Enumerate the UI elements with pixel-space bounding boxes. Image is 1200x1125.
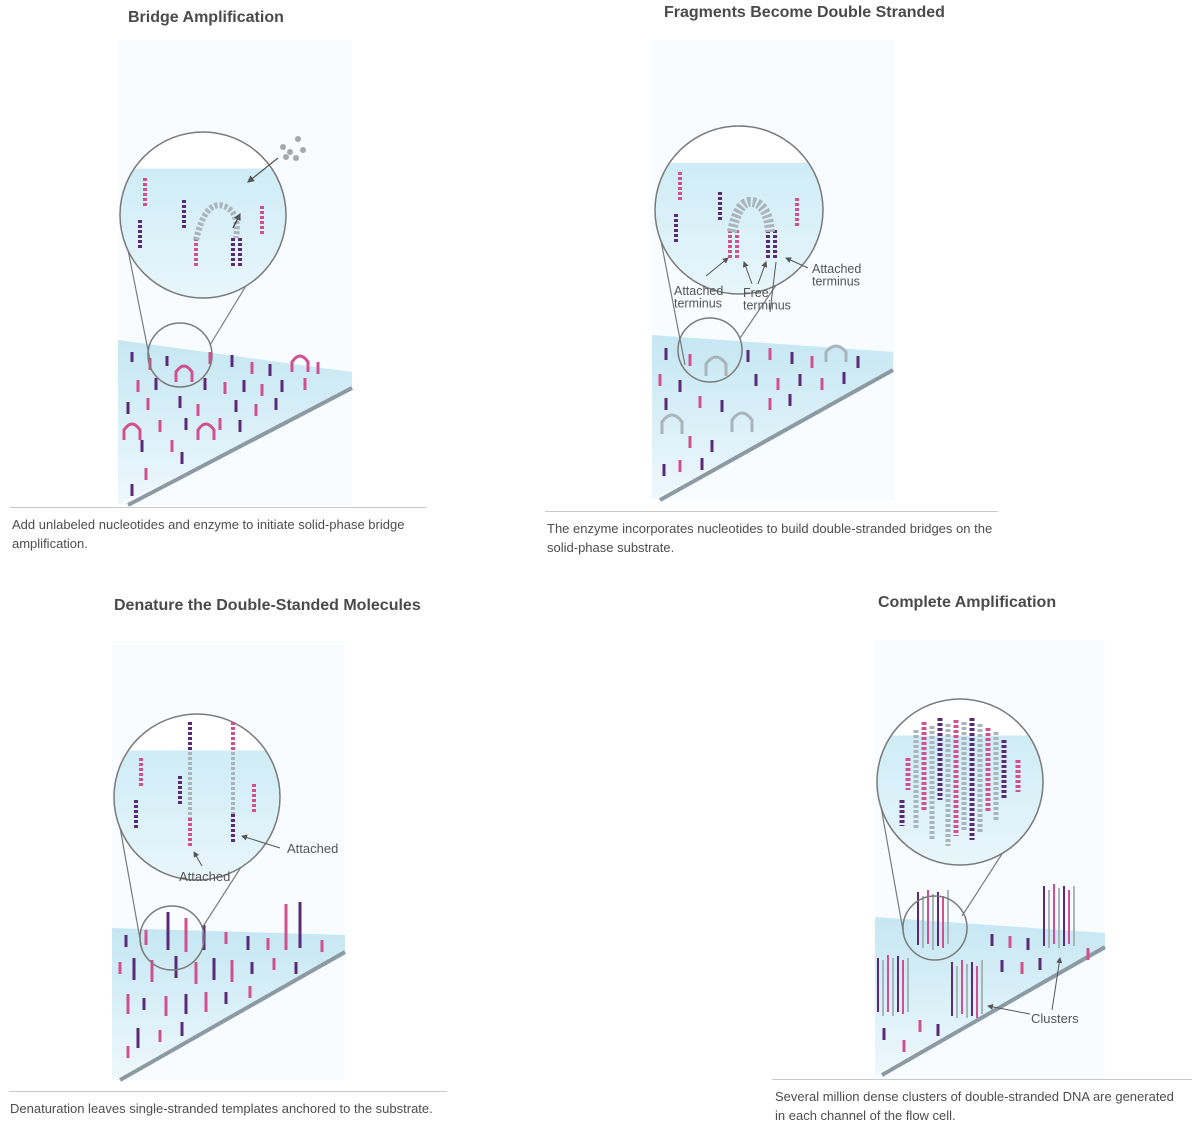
- panel-4-caption: Several million dense clusters of double…: [775, 1087, 1187, 1125]
- panel-4-divider: [772, 1079, 1192, 1080]
- label-attached-right: Attached: [287, 841, 338, 856]
- label-attached-terminus-left: Attachedterminus: [674, 284, 723, 311]
- label-attached-bottom: Attached: [179, 869, 230, 884]
- panel-2-caption: The enzyme incorporates nucleotides to b…: [547, 519, 997, 557]
- panel-2-divider: [545, 511, 998, 512]
- cluster-2: [1044, 884, 1074, 948]
- panel-1-divider: [10, 507, 426, 508]
- panel-3-caption: Denaturation leaves single-stranded temp…: [10, 1099, 450, 1118]
- cluster-4: [952, 960, 982, 1018]
- label-attached-terminus-right: Attachedterminus: [812, 262, 861, 289]
- label-clusters: Clusters: [1031, 1011, 1079, 1026]
- panel-1-caption: Add unlabeled nucleotides and enzyme to …: [12, 515, 422, 553]
- panel-1-illustration: [118, 40, 352, 505]
- panel-3-divider: [9, 1091, 447, 1092]
- panel-3-illustration: [112, 645, 345, 1080]
- cluster-3: [878, 955, 908, 1016]
